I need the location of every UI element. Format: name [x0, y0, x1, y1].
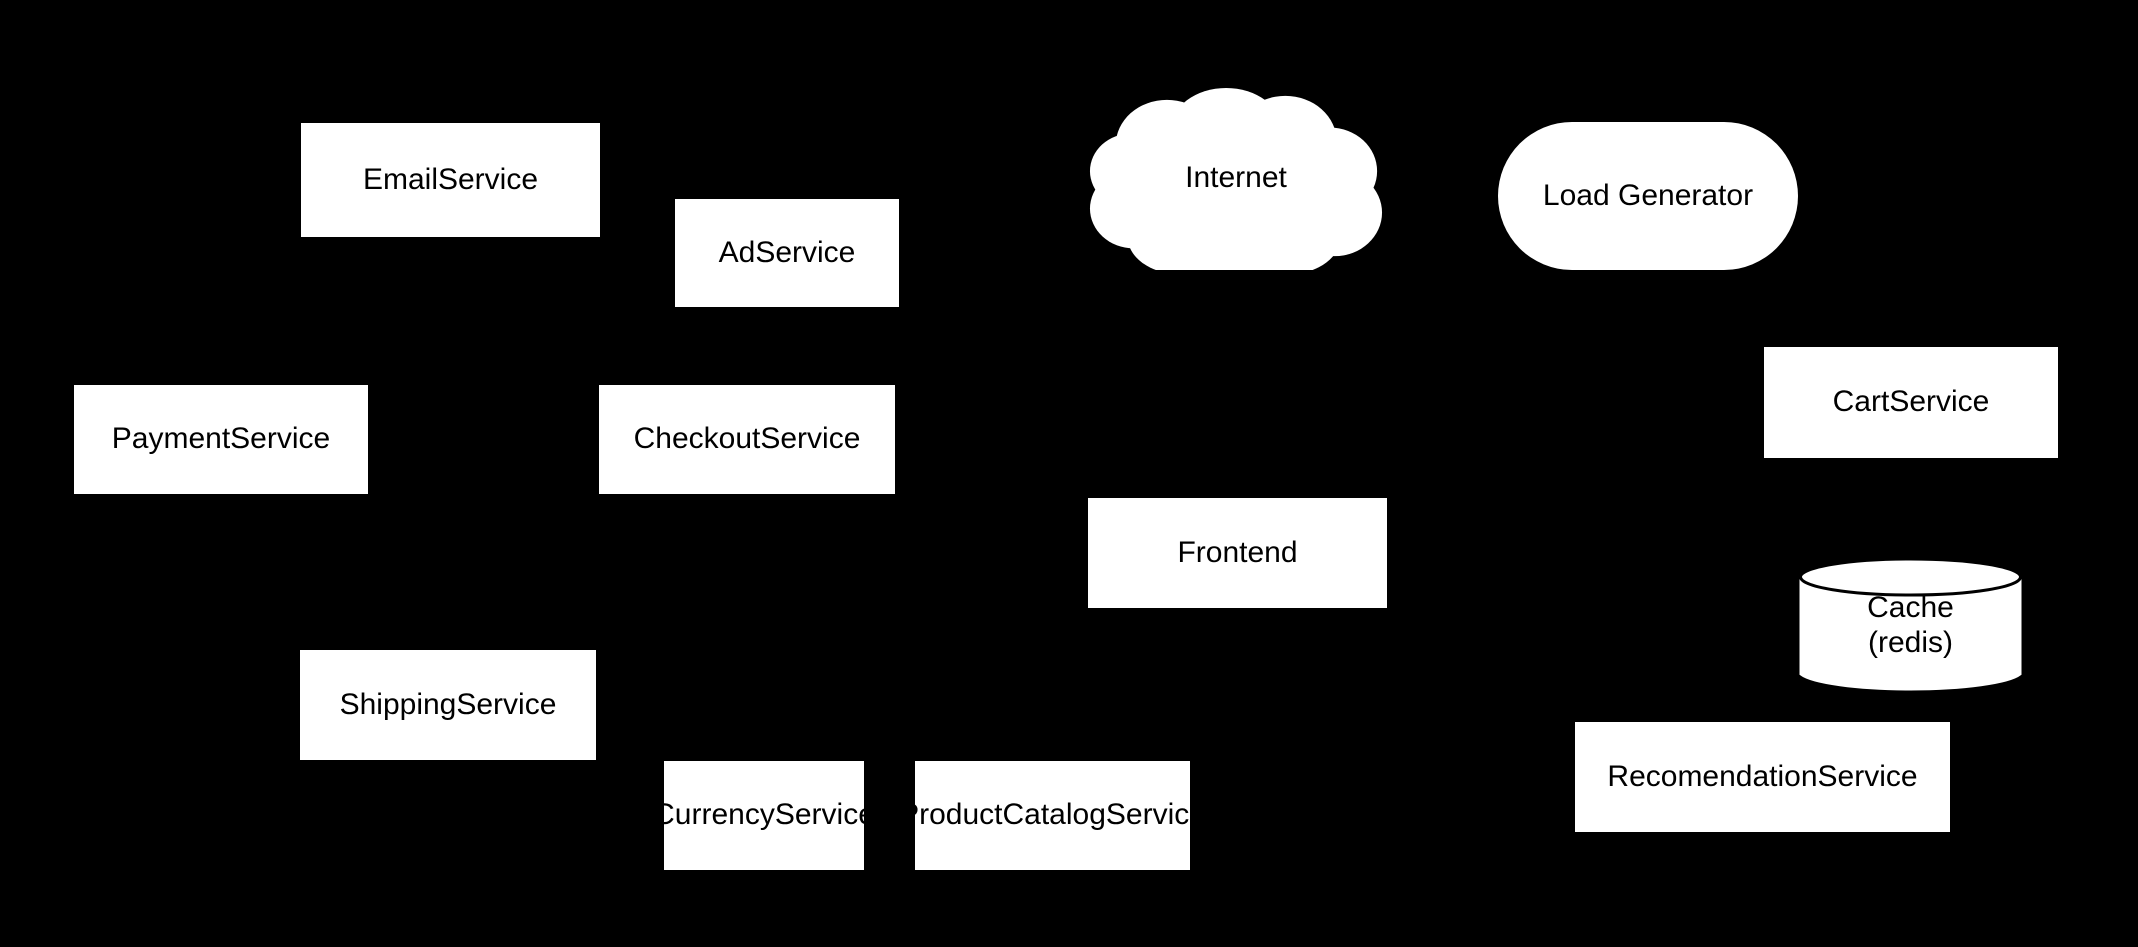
node-cart-service[interactable]: CartService: [1764, 347, 2058, 458]
node-shipping-service[interactable]: ShippingService: [300, 650, 596, 760]
node-label-payment-service: PaymentService: [111, 422, 331, 456]
node-label-ad-service: AdService: [718, 235, 856, 269]
node-label-load-generator: Load Generator: [1542, 178, 1754, 212]
node-currency-service[interactable]: CurrencyService: [653, 761, 875, 870]
node-load-generator[interactable]: Load Generator: [1498, 122, 1798, 270]
node-payment-service[interactable]: PaymentService: [74, 385, 368, 494]
node-label-shipping-service: ShippingService: [339, 687, 557, 721]
node-ad-service[interactable]: AdService: [675, 199, 899, 307]
node-email-service[interactable]: EmailService: [301, 123, 600, 237]
node-label-product-catalog-service: ProductCatalogService: [899, 798, 1206, 832]
node-checkout-service[interactable]: CheckoutService: [599, 385, 895, 494]
node-label-recomendation-service: RecomendationService: [1607, 759, 1918, 793]
node-product-catalog-service[interactable]: ProductCatalogService: [899, 761, 1206, 870]
node-label-frontend: Frontend: [1177, 535, 1298, 569]
node-label-currency-service: CurrencyService: [653, 798, 875, 832]
node-cache-redis[interactable]: Cache (redis): [1798, 557, 2023, 694]
node-label-cart-service: CartService: [1832, 385, 1990, 419]
node-label-email-service: EmailService: [362, 162, 539, 196]
node-recomendation-service[interactable]: RecomendationService: [1575, 722, 1950, 832]
node-frontend[interactable]: Frontend: [1088, 498, 1387, 608]
node-internet[interactable]: Internet: [1088, 86, 1384, 270]
node-label-checkout-service: CheckoutService: [633, 422, 861, 456]
